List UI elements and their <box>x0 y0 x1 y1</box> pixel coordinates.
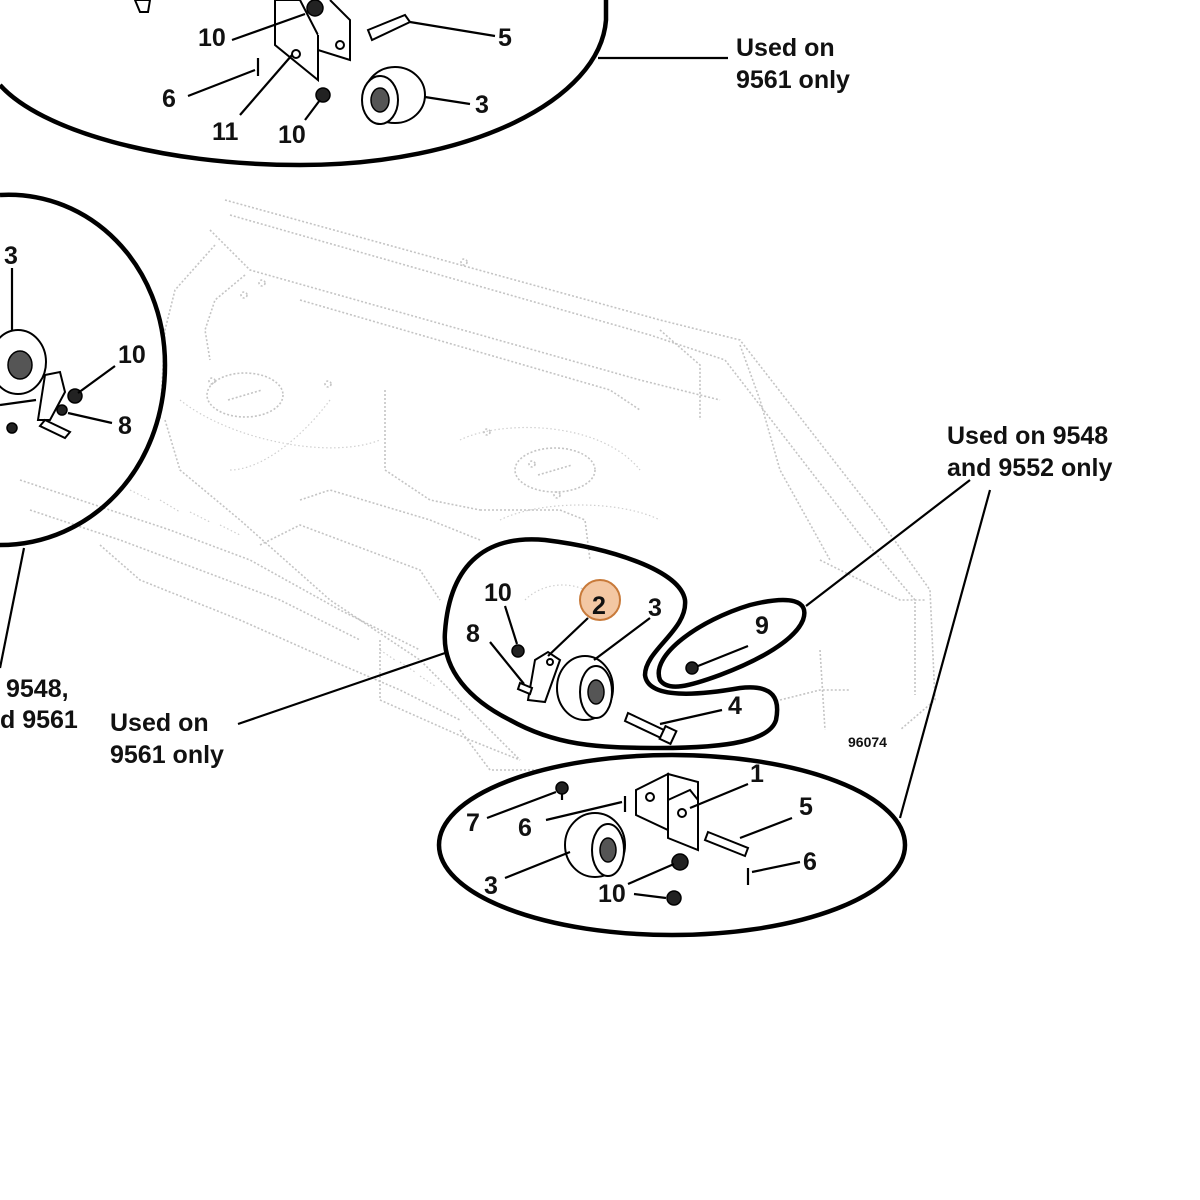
label-3: 3 <box>4 242 18 270</box>
roller-part-3 <box>0 329 47 395</box>
callout-center: 10 2 3 8 4 Used on 9561 only <box>110 537 780 769</box>
nut-icon <box>315 87 331 103</box>
bracket-plate <box>36 370 67 421</box>
callout-left-ring <box>0 192 168 548</box>
bracket-part-1 <box>635 772 669 832</box>
callout-bottom-ring <box>436 752 908 938</box>
screw-part-7 <box>555 781 569 795</box>
nut-icon <box>666 890 682 906</box>
label-6: 6 <box>803 848 817 876</box>
bracket-part-2 <box>526 650 562 704</box>
label-4: 4 <box>728 692 742 720</box>
nut-icon <box>511 644 525 658</box>
label-2: 2 <box>592 592 606 620</box>
figure-number: 96074 <box>848 734 887 750</box>
label-5: 5 <box>799 793 813 821</box>
label-9: 9 <box>755 612 769 640</box>
label-10: 10 <box>198 24 226 52</box>
mower-deck-outline <box>19 199 936 771</box>
roller-part-3 <box>556 655 614 721</box>
label-8: 8 <box>466 620 480 648</box>
label-5: 5 <box>498 24 512 52</box>
callout-right: 9 Used on 9548 and 9552 only <box>656 422 1112 819</box>
label-6: 6 <box>162 85 176 113</box>
label-7: 7 <box>466 809 480 837</box>
label-10: 10 <box>278 121 306 149</box>
note-right-line1: Used on 9548 <box>947 422 1108 450</box>
label-3: 3 <box>484 872 498 900</box>
callout-bottom: 1 5 7 6 6 3 10 <box>436 752 908 938</box>
callout-right-ring <box>656 597 807 689</box>
label-8: 8 <box>118 412 132 440</box>
callout-top: 10 5 6 11 10 3 Used on 9561 only <box>0 0 850 168</box>
label-6: 6 <box>518 814 532 842</box>
nut-icon <box>671 853 689 871</box>
note-top-line2: 9561 only <box>736 66 850 94</box>
callout-center-ring <box>442 537 780 751</box>
label-3: 3 <box>475 91 489 119</box>
note-top-line1: Used on <box>736 34 835 62</box>
pin-part-5 <box>366 13 412 42</box>
note-left-line2: d 9561 <box>0 706 78 734</box>
roller-part-3 <box>564 812 626 878</box>
label-10: 10 <box>598 880 626 908</box>
pin-part-5 <box>703 830 750 858</box>
bolt-part-4 <box>623 711 666 740</box>
label-1: 1 <box>750 760 764 788</box>
label-3: 3 <box>648 594 662 622</box>
highlight-marker <box>579 579 621 621</box>
callout-top-ring <box>0 0 609 168</box>
note-right-line2: and 9552 only <box>947 454 1112 482</box>
callout-left: 3 10 8 9548, d 9561 <box>0 192 168 734</box>
note-center-line1: Used on <box>110 709 209 737</box>
nut-icon <box>56 404 68 416</box>
note-left-line1: 9548, <box>6 675 69 703</box>
roller-part-3 <box>361 66 426 125</box>
label-10: 10 <box>118 341 146 369</box>
screw-part-9 <box>685 661 699 675</box>
label-11: 11 <box>212 118 239 146</box>
nut-icon <box>306 0 324 17</box>
note-center-line2: 9561 only <box>110 741 224 769</box>
label-10: 10 <box>484 579 512 607</box>
